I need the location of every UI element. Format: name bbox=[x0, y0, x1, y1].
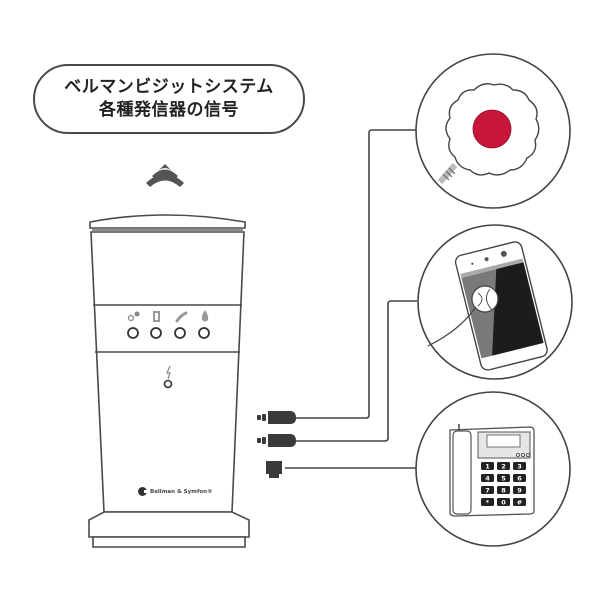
smartphone-device bbox=[417, 224, 573, 380]
svg-text:6: 6 bbox=[517, 475, 522, 483]
lightning-icon bbox=[166, 365, 171, 380]
title-line-1: ベルマンビジットシステム bbox=[64, 77, 274, 97]
sensor-disc bbox=[471, 285, 499, 313]
svg-text:4: 4 bbox=[485, 475, 490, 483]
svg-text:8: 8 bbox=[501, 487, 506, 495]
indicator-lights bbox=[127, 327, 210, 339]
keypad: 1 2 3 4 5 6 7 8 9 * 0 # bbox=[481, 462, 526, 507]
cable-connector bbox=[437, 163, 458, 184]
cables bbox=[285, 129, 418, 469]
phone-handset-icon bbox=[175, 311, 188, 323]
title-pill: ベルマンビジットシステム 各種発信器の信号 bbox=[33, 64, 305, 134]
svg-text:7: 7 bbox=[485, 487, 490, 495]
rj-plug bbox=[266, 461, 282, 478]
telephone-device: 1 2 3 4 5 6 7 8 9 * 0 # bbox=[415, 391, 571, 547]
svg-text:1: 1 bbox=[485, 463, 490, 471]
door-icon bbox=[153, 311, 160, 322]
title-line-2: 各種発信器の信号 bbox=[99, 100, 239, 120]
baby-monitor-icon bbox=[127, 311, 140, 322]
svg-text:0: 0 bbox=[501, 499, 506, 507]
svg-text:5: 5 bbox=[501, 475, 506, 483]
doorbell-button bbox=[472, 109, 512, 149]
doorbell-device bbox=[415, 53, 571, 209]
brand-name: Bellman & Symfon® bbox=[150, 488, 213, 495]
jack-plug-2 bbox=[257, 434, 296, 447]
svg-text:*: * bbox=[486, 499, 490, 507]
brand-logo: Bellman & Symfon® bbox=[138, 487, 213, 496]
wireless-signal-icon bbox=[146, 164, 184, 187]
svg-text:9: 9 bbox=[517, 487, 522, 495]
svg-text:2: 2 bbox=[501, 463, 506, 471]
svg-text:3: 3 bbox=[517, 463, 522, 471]
jack-plug-1 bbox=[257, 411, 296, 424]
power-indicator bbox=[163, 379, 173, 389]
fire-icon bbox=[201, 310, 209, 322]
svg-text:#: # bbox=[517, 499, 522, 507]
brand-mark-icon bbox=[138, 487, 148, 496]
